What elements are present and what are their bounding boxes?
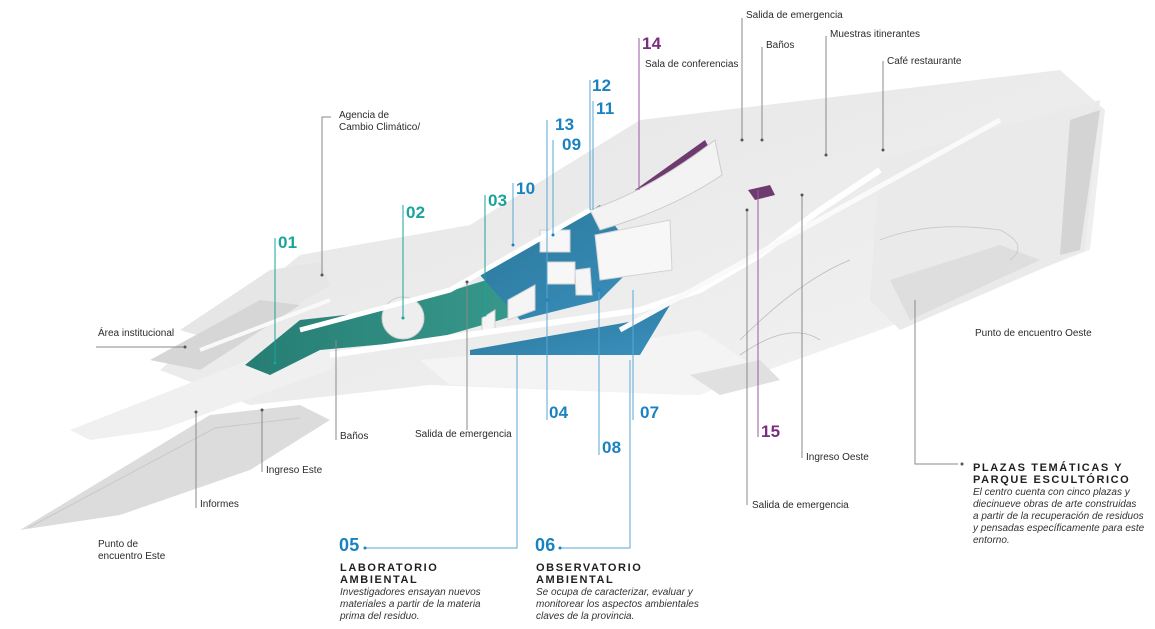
label-banos-top: Baños bbox=[766, 40, 795, 51]
marker-14[interactable]: 14 bbox=[642, 34, 662, 53]
purple-floor-small bbox=[748, 185, 775, 200]
label-area-institucional: Área institucional bbox=[98, 328, 175, 339]
plazas-desc-line4: y pensadas específicamente para este bbox=[973, 523, 1145, 534]
marker-10[interactable]: 10 bbox=[516, 179, 536, 198]
label-ingreso-este: Ingreso Este bbox=[266, 465, 323, 476]
marker-04[interactable]: 04 bbox=[549, 403, 569, 422]
plazas-desc-line1: El centro cuenta con cinco plazas y bbox=[973, 487, 1130, 498]
lab-desc-line1: Investigadores ensayan nuevos bbox=[340, 587, 481, 598]
plazas-desc-line3: a partir de la recuperación de residuos bbox=[973, 511, 1144, 522]
leader-lines bbox=[96, 18, 958, 549]
label-banos-bottom: Baños bbox=[340, 431, 369, 442]
marker-08[interactable]: 08 bbox=[602, 438, 622, 457]
label-agencia-line2: Cambio Climático/ bbox=[339, 122, 421, 133]
marker-12[interactable]: 12 bbox=[592, 76, 612, 95]
marker-11[interactable]: 11 bbox=[596, 99, 615, 118]
label-salida-emergencia-top: Salida de emergencia bbox=[746, 10, 843, 21]
label-agencia-line1: Agencia de bbox=[339, 110, 390, 121]
obs-title-line2: AMBIENTAL bbox=[536, 574, 615, 586]
marker-09[interactable]: 09 bbox=[562, 135, 582, 154]
label-punto-este-line2: encuentro Este bbox=[98, 551, 166, 562]
marker-05[interactable]: 05 bbox=[339, 535, 360, 555]
label-punto-oeste: Punto de encuentro Oeste bbox=[975, 328, 1092, 339]
marker-13[interactable]: 13 bbox=[555, 115, 575, 134]
lab-desc-line3: prima del residuo. bbox=[340, 611, 420, 622]
label-salida-emergencia-bottom: Salida de emergencia bbox=[752, 500, 849, 511]
label-muestras-itinerantes: Muestras itinerantes bbox=[830, 29, 921, 40]
marker-01[interactable]: 01 bbox=[278, 233, 298, 252]
plazas-desc-line2: diecinueve obras de arte construidas bbox=[973, 499, 1137, 510]
plazas-title-line2: PARQUE ESCULTÓRICO bbox=[973, 474, 1131, 486]
interior-walls bbox=[199, 117, 1019, 358]
label-salida-emergencia-mid: Salida de emergencia bbox=[415, 429, 512, 440]
obs-desc-line3: claves de la provincia. bbox=[536, 611, 635, 622]
marker-07[interactable]: 07 bbox=[640, 403, 660, 422]
label-ingreso-oeste: Ingreso Oeste bbox=[806, 452, 869, 463]
label-punto-este-line1: Punto de bbox=[98, 539, 139, 550]
leader-dots bbox=[183, 138, 964, 550]
lab-title-line2: AMBIENTAL bbox=[340, 574, 419, 586]
marker-15[interactable]: 15 bbox=[761, 422, 781, 441]
plazas-desc-line5: entorno. bbox=[973, 535, 1010, 546]
label-informes: Informes bbox=[200, 499, 239, 510]
obs-title-line1: OBSERVATORIO bbox=[536, 562, 643, 574]
marker-06[interactable]: 06 bbox=[535, 535, 556, 555]
marker-02[interactable]: 02 bbox=[406, 203, 426, 222]
obs-desc-line2: monitorear los aspectos ambientales bbox=[536, 599, 699, 610]
obs-desc-line1: Se ocupa de caracterizar, evaluar y bbox=[536, 587, 693, 598]
plazas-title-line1: PLAZAS TEMÁTICAS Y bbox=[973, 462, 1124, 474]
lab-title-line1: LABORATORIO bbox=[340, 562, 439, 574]
label-sala-conferencias: Sala de conferencias bbox=[645, 59, 739, 70]
marker-03[interactable]: 03 bbox=[488, 191, 508, 210]
lab-desc-line2: materiales a partir de la materia bbox=[340, 599, 481, 610]
label-cafe-restaurante: Café restaurante bbox=[887, 56, 962, 67]
blue-floor-lower bbox=[470, 305, 670, 355]
